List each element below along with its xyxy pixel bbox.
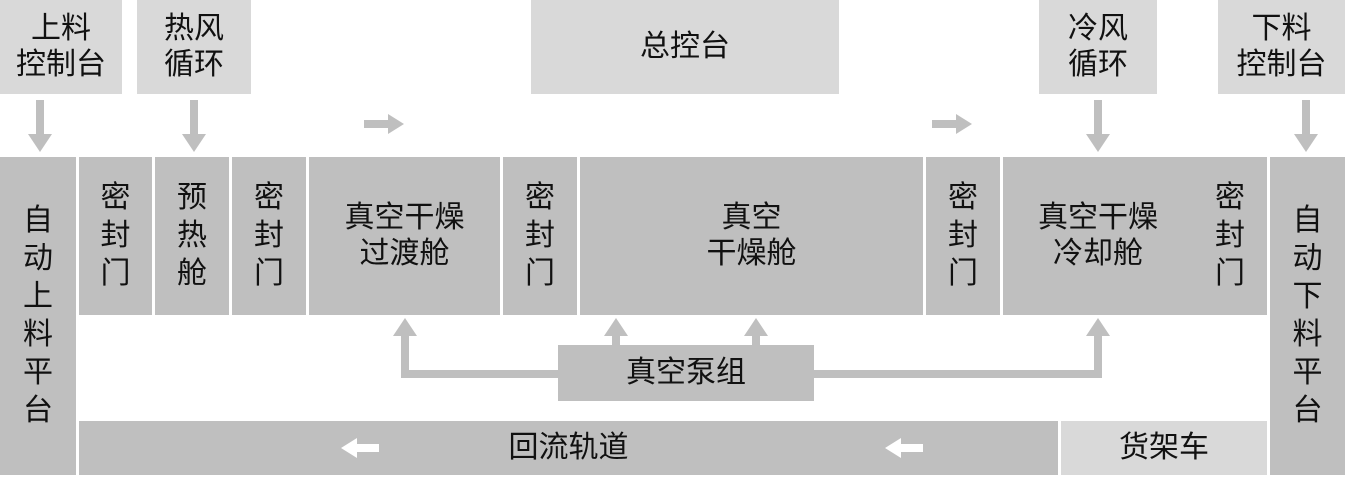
transition-chamber-label: 真空干燥 过渡舱 [344,200,465,271]
vacuum-line-to-drying-right [744,318,768,348]
unloading-console-label: 下料 控制台 [1236,11,1327,82]
vacuum-line-to-cooling [812,318,1110,378]
track-arrow-left-icon-2 [885,438,923,458]
arrow-cold-air-down [1086,100,1110,152]
shelf-cart-label: 货架车 [1119,430,1209,465]
seal-door-3: 密 封 门 [503,157,577,315]
arrow-hot-air-down [182,100,206,152]
loading-console: 上料 控制台 [0,0,122,94]
vacuum-transition-chamber: 真空干燥 过渡舱 [309,157,500,315]
hot-air-label: 热风 循环 [164,11,224,82]
auto-loading-platform: 自 动 上 料 平 台 [0,157,76,475]
preheat-chamber: 预 热 舱 [155,157,229,315]
master-console-label: 总控台 [640,29,730,64]
master-console: 总控台 [531,0,839,94]
seal-door-1-label: 密 封 门 [100,179,131,292]
cold-air-label: 冷风 循环 [1068,11,1128,82]
seal-door-2: 密 封 门 [232,157,306,315]
arrow-loading-console-down [28,100,52,152]
vacuum-cooling-chamber: 真空干燥 冷却舱 密 封 门 [1003,157,1267,315]
seal-door-2-label: 密 封 门 [254,179,284,292]
seal-door-5-label: 密 封 门 [1215,179,1245,292]
loading-console-label: 上料 控制台 [16,11,106,82]
vacuum-pump-group: 真空泵组 [558,345,814,401]
seal-door-4-label: 密 封 门 [948,179,978,292]
cooling-chamber-label: 真空干燥 冷却舱 [1038,200,1158,271]
flow-direction-arrow-left [364,114,404,134]
auto-loading-platform-label: 自 动 上 料 平 台 [23,202,53,429]
unloading-console: 下料 控制台 [1218,0,1345,94]
auto-unloading-platform-label: 自 动 下 料 平 台 [1292,202,1323,429]
drying-chamber-label: 真空 干燥舱 [706,200,797,271]
vacuum-drying-chamber: 真空 干燥舱 [580,157,923,315]
arrow-unloading-console-down [1294,100,1318,152]
shelf-cart: 货架车 [1061,421,1267,475]
track-arrow-left-icon [341,438,379,458]
return-track: 回流轨道 [79,421,1058,475]
vacuum-line-to-drying-left [604,318,628,348]
seal-door-3-label: 密 封 门 [525,179,555,292]
seal-door-1: 密 封 门 [79,157,152,315]
vacuum-line-to-transition [393,318,561,378]
vacuum-pump-label: 真空泵组 [626,355,746,390]
flow-direction-arrow-right [932,114,972,134]
hot-air-circulation: 热风 循环 [137,0,251,94]
auto-unloading-platform: 自 动 下 料 平 台 [1270,157,1345,475]
preheat-chamber-label: 预 热 舱 [177,179,207,292]
cold-air-circulation: 冷风 循环 [1039,0,1157,94]
return-track-label: 回流轨道 [508,430,629,465]
seal-door-4: 密 封 门 [926,157,1000,315]
